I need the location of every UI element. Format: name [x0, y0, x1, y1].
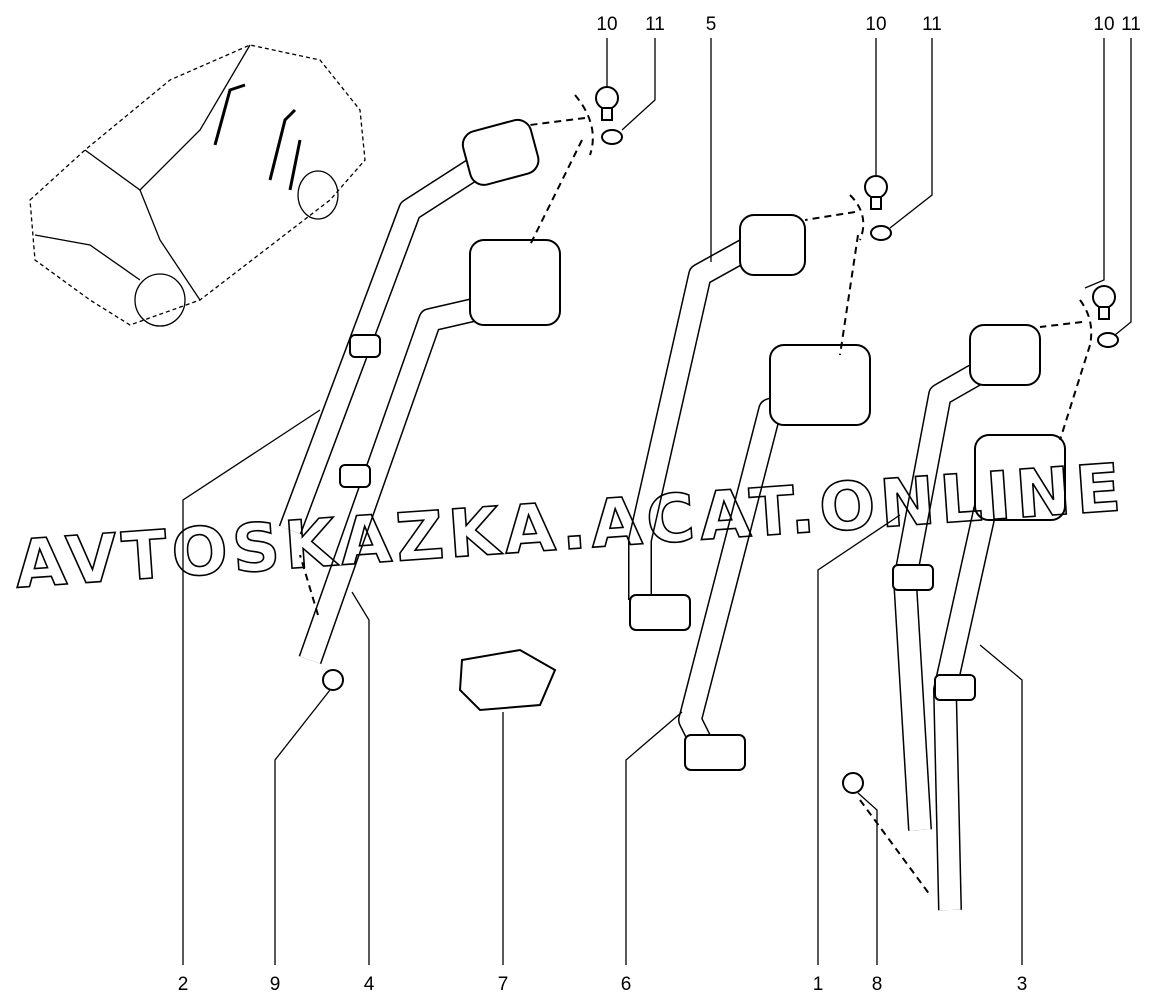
bolt-washer-mid: [864, 175, 892, 241]
retractor-6: [769, 344, 871, 426]
callout-7: 7: [498, 974, 509, 995]
callout-4: 4: [364, 974, 375, 995]
callout-11: 11: [922, 14, 942, 35]
callout-9: 9: [270, 974, 281, 995]
callout-5: 5: [706, 14, 717, 35]
belt-1: [892, 324, 1041, 831]
cap-8: [842, 772, 864, 794]
callout-1: 1: [813, 974, 824, 995]
belt-front-left-2: [278, 118, 540, 535]
callout-10: 10: [1093, 14, 1114, 35]
retractor-3: [974, 434, 1066, 521]
bolt-washer-left: [595, 86, 623, 145]
callout-11: 11: [645, 14, 665, 35]
callout-8: 8: [872, 974, 883, 995]
belt-5: [628, 214, 806, 631]
retractor-5: [739, 214, 806, 276]
callout-11: 11: [1121, 14, 1141, 35]
retractor-4: [469, 239, 561, 326]
buckle-7: [458, 648, 557, 712]
car-location-thumbnail: [29, 44, 366, 327]
bolt-washer-right: [1092, 285, 1119, 348]
retractor-2: [461, 118, 540, 186]
callout-10: 10: [596, 14, 617, 35]
belt-6: [678, 344, 871, 771]
leader-lines: [182, 38, 1132, 965]
retractor-1: [969, 324, 1041, 386]
callout-3: 3: [1017, 974, 1028, 995]
belt-3: [933, 434, 1066, 911]
cap-9: [322, 669, 344, 691]
callout-6: 6: [621, 974, 632, 995]
callout-10: 10: [865, 14, 886, 35]
belt-4: [298, 239, 561, 664]
callout-2: 2: [178, 974, 189, 995]
assembly-arrows: [299, 94, 1093, 896]
